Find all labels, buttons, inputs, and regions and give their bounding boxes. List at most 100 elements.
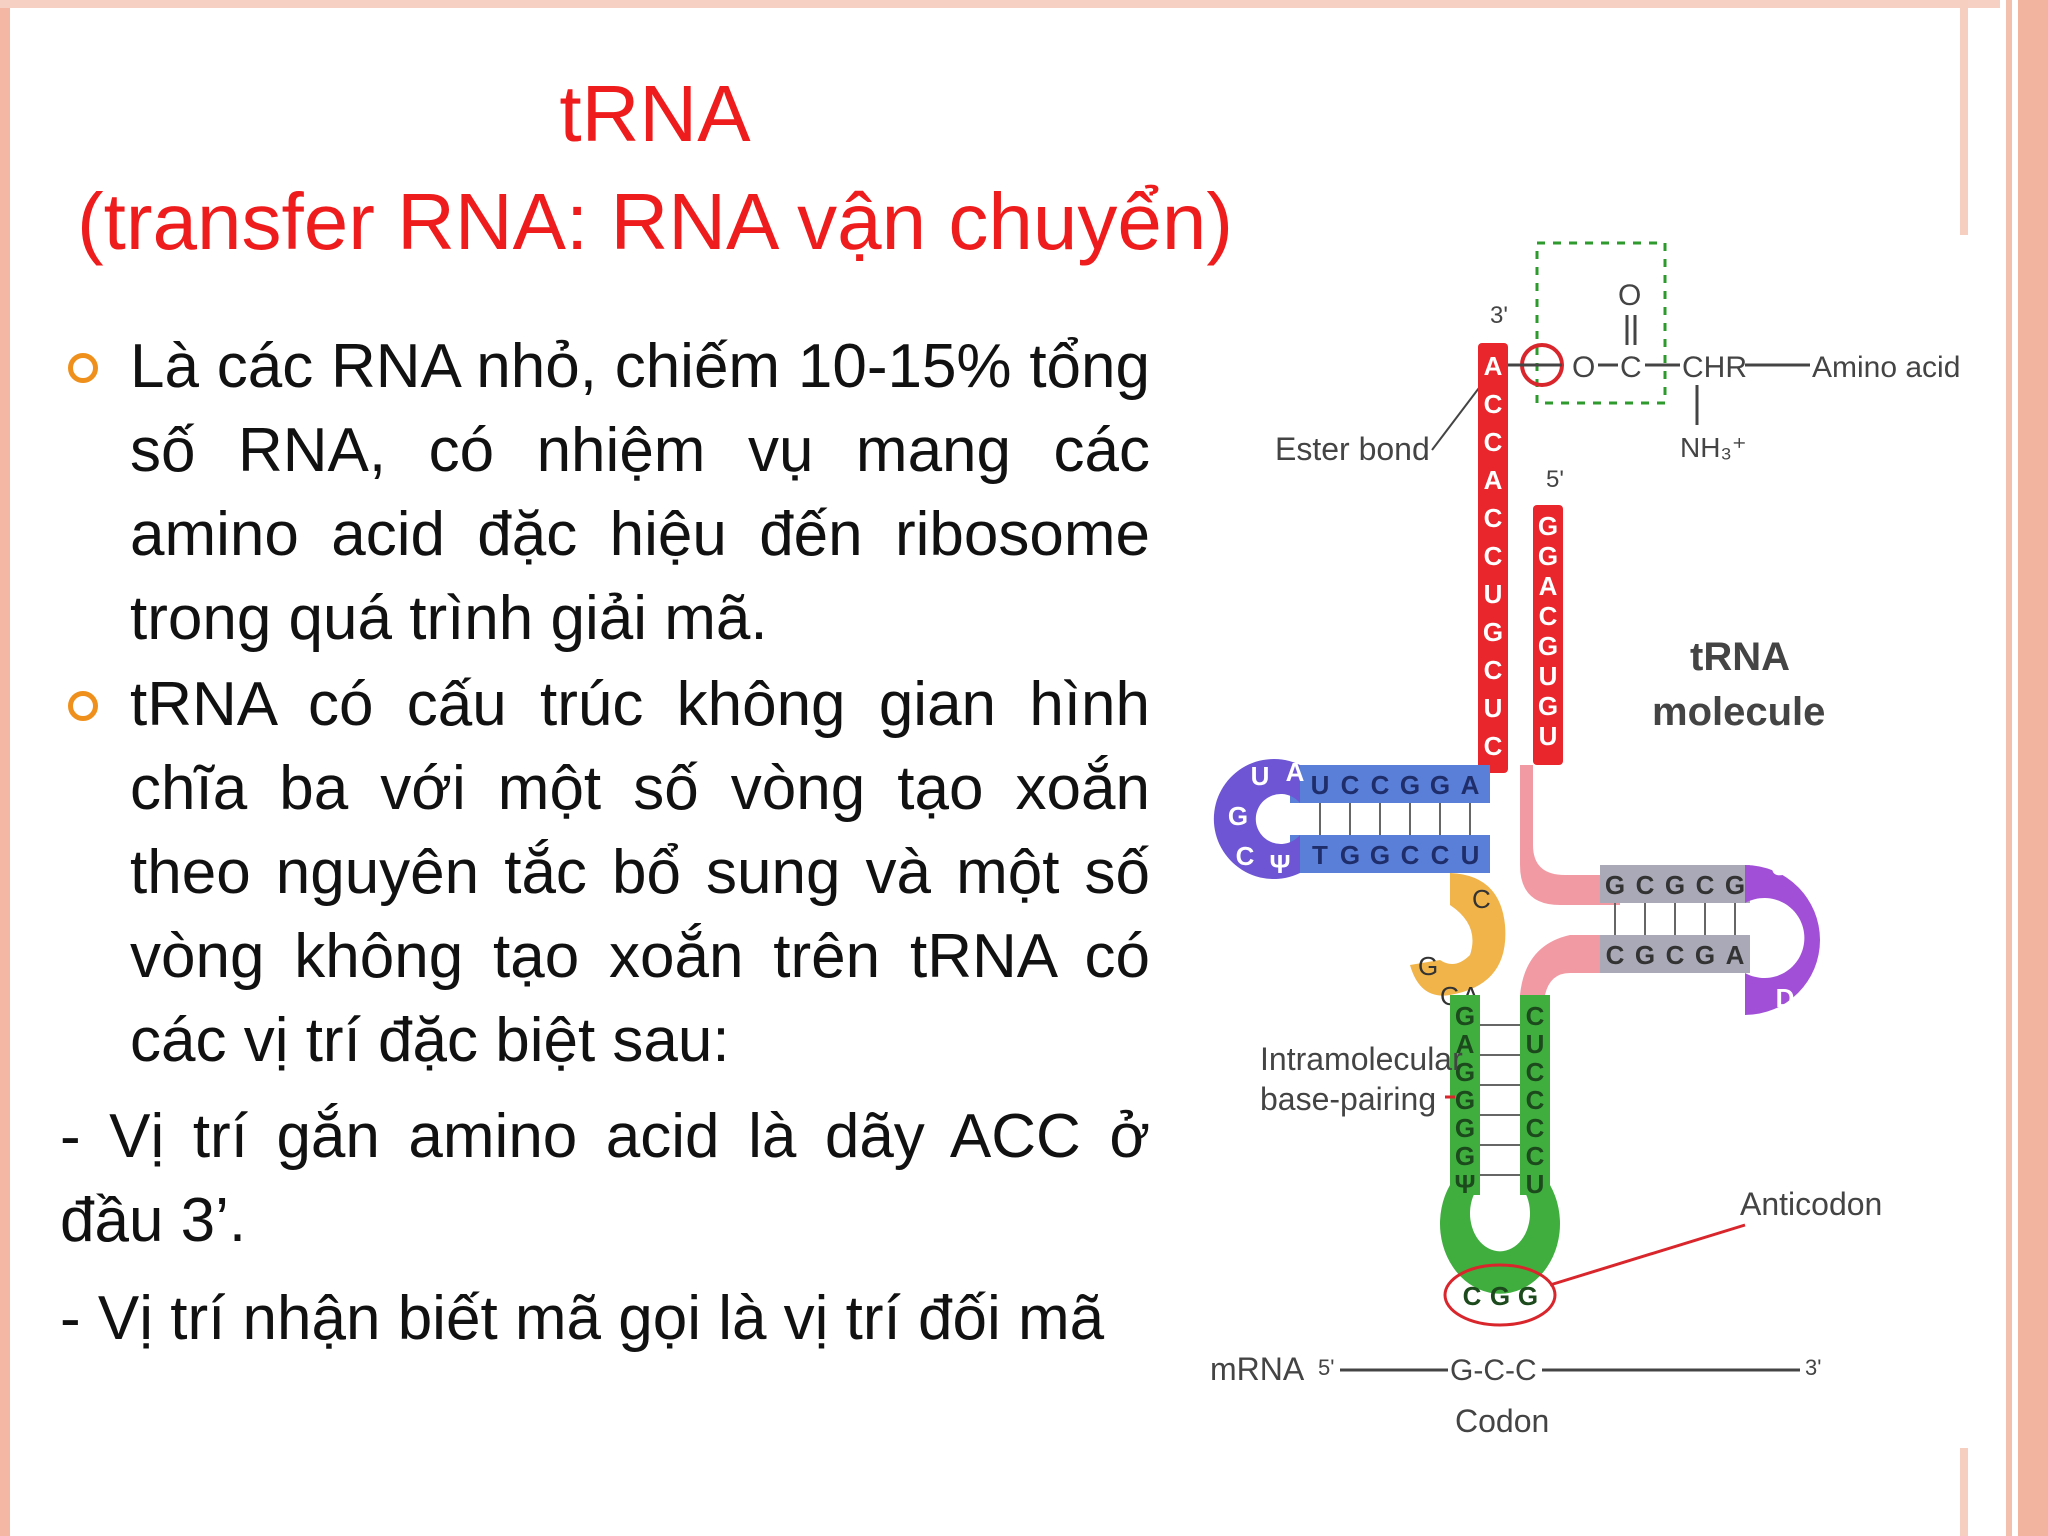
mrna-label: mRNA [1210, 1351, 1305, 1387]
bullet-ring-icon [68, 691, 98, 721]
slide-title: tRNA (transfer RNA: RNA vận chuyển) [30, 60, 1280, 276]
bullet-item: Là các RNA nhỏ, chiếm 10-15% tổng số RNA… [60, 325, 1150, 661]
title-line-2: (transfer RNA: RNA vận chuyển) [77, 177, 1233, 266]
frame-top-border [0, 0, 2048, 8]
nucleotide-base: C [1526, 1141, 1545, 1171]
anticodon-label: Anticodon [1740, 1186, 1882, 1222]
nucleotide-base: A [1484, 351, 1503, 381]
nucleotide-base: G [1340, 840, 1360, 870]
molecule-title-1: tRNA [1690, 635, 1790, 679]
anticodon-loop [1440, 1185, 1560, 1294]
nucleotide-base: Ψ [1454, 1169, 1475, 1199]
variable-base: C [1472, 884, 1491, 914]
three-prime-label: 3' [1490, 302, 1508, 329]
nh3-label: NH₃⁺ [1680, 432, 1747, 463]
frame-left-border [0, 0, 10, 1536]
t-loop [1745, 865, 1820, 1015]
nucleotide-base: C [1526, 1085, 1545, 1115]
codon-label: Codon [1455, 1403, 1549, 1439]
d-stem-top [1290, 765, 1490, 803]
nucleotide-base: G [1538, 691, 1558, 721]
nucleotide-base: G [1400, 770, 1420, 800]
frame-right-border [2000, 0, 2048, 1536]
nucleotide-base: G [1455, 1113, 1475, 1143]
nucleotide-base: C [1484, 655, 1503, 685]
nucleotide-base: U [1484, 579, 1503, 609]
nucleotide-base: G [1370, 840, 1390, 870]
nucleotide-base: C [1526, 1001, 1545, 1031]
nucleotide-base: D [1776, 983, 1795, 1013]
nucleotide-base: G [1455, 1141, 1475, 1171]
bullet-item: tRNA có cấu trúc không gian hình chĩa ba… [60, 663, 1150, 1083]
bullet-text: tRNA có cấu trúc không gian hình chĩa ba… [130, 670, 1150, 1075]
o2-atom: O [1618, 279, 1641, 312]
nucleotide-base: A [1801, 849, 1820, 879]
nucleotide-base: U [1539, 721, 1558, 751]
paragraph: - Vị trí gắn amino acid là dãy ACC ở đầu… [60, 1102, 1150, 1255]
nucleotide-base: A [1484, 465, 1503, 495]
nucleotide-base: C [1431, 840, 1450, 870]
variable-loop [1410, 873, 1506, 996]
bullet-ring-icon [68, 353, 98, 383]
text-block: Là các RNA nhỏ, chiếm 10-15% tổng số RNA… [60, 325, 1150, 1361]
intramolecular-label-1: Intramolecular [1260, 1041, 1463, 1077]
nucleotide-base: G [1835, 961, 1855, 991]
mrna-5-label: 5' [1318, 1355, 1334, 1380]
nucleotide-base: C [1851, 926, 1870, 956]
d-loop [1213, 759, 1300, 879]
nucleotide-base: G [1695, 940, 1715, 970]
trna-diagram-svg: O C O CHR NH₃⁺ Amino acid Ester bond 3' … [1210, 241, 1960, 1439]
nucleotide-base: G [1490, 1281, 1510, 1311]
nucleotide-base: G [1455, 1085, 1475, 1115]
nucleotide-base: G [1538, 631, 1558, 661]
nucleotide-base: C [1484, 503, 1503, 533]
paragraph: - Vị trí nhận biết mã gọi là vị trí đối … [60, 1284, 1105, 1353]
nucleotide-base: C [1463, 1281, 1482, 1311]
ester-bond-label: Ester bond [1275, 431, 1430, 467]
nucleotide-base: G [1725, 870, 1745, 900]
frame-right-accent-top [1960, 0, 1968, 235]
acceptor-3-strand [1478, 343, 1508, 773]
nucleotide-base: G [1228, 801, 1248, 831]
nucleotide-base: U [1484, 693, 1503, 723]
nucleotide-base: G [1825, 866, 1845, 896]
nucleotide-base: U [1771, 851, 1790, 881]
nucleotide-base: U [1311, 770, 1330, 800]
mrna-3-label: 3' [1805, 1355, 1821, 1380]
nucleotide-base: C [1526, 1113, 1545, 1143]
anticodon-pairing-lines [1480, 1024, 1520, 1176]
variable-base: G [1418, 951, 1438, 981]
nucleotide-base: G [1455, 1001, 1475, 1031]
nucleotide-base: G [1430, 770, 1450, 800]
nucleotide-base: U [1251, 761, 1270, 791]
anticodon-stem-right [1520, 995, 1550, 1195]
anticodon-stem-left [1450, 995, 1480, 1195]
nucleotide-base: C [1606, 940, 1625, 970]
nucleotide-base: G [1538, 541, 1558, 571]
nucleotide-base: Ψ [1269, 849, 1290, 879]
nucleotide-base: U [1526, 1029, 1545, 1059]
nucleotide-base: C [1236, 841, 1255, 871]
nucleotide-base: G [1605, 870, 1625, 900]
title-line-1: tRNA [559, 69, 751, 158]
nucleotide-base: T [1312, 840, 1328, 870]
c-atom: C [1620, 351, 1642, 384]
chr-label: CHR [1682, 351, 1747, 384]
nucleotide-base: G [1805, 981, 1825, 1011]
anticodon-pointer [1549, 1223, 1746, 1287]
frame-right-accent-bottom [1960, 1448, 1968, 1536]
nucleotide-base: A [1456, 1029, 1475, 1059]
molecule-title-2: molecule [1652, 690, 1825, 734]
d-stem-pairing-lines [1319, 803, 1471, 835]
nucleotide-base: C [1526, 1057, 1545, 1087]
nucleotide-base: G [1538, 511, 1558, 541]
nucleotide-base: D [1846, 896, 1865, 926]
